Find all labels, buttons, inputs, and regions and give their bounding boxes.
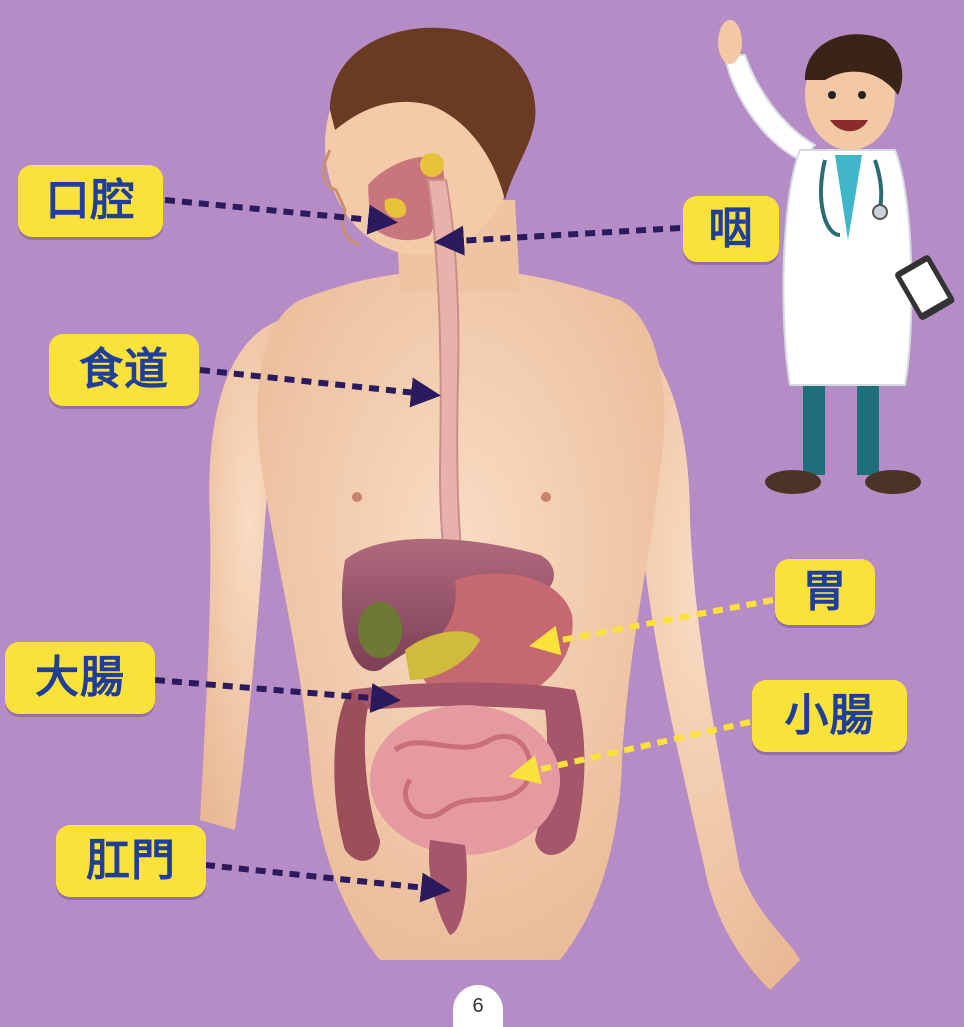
label-large-intestine: 大腸 [5,642,155,714]
label-small-intestine: 小腸 [752,680,907,752]
label-esophagus: 食道 [49,334,199,406]
label-anus: 肛門 [56,825,206,897]
label-mouth: 口腔 [18,165,163,237]
label-pharynx: 咽 [683,196,779,262]
label-stomach: 胃 [775,559,875,625]
